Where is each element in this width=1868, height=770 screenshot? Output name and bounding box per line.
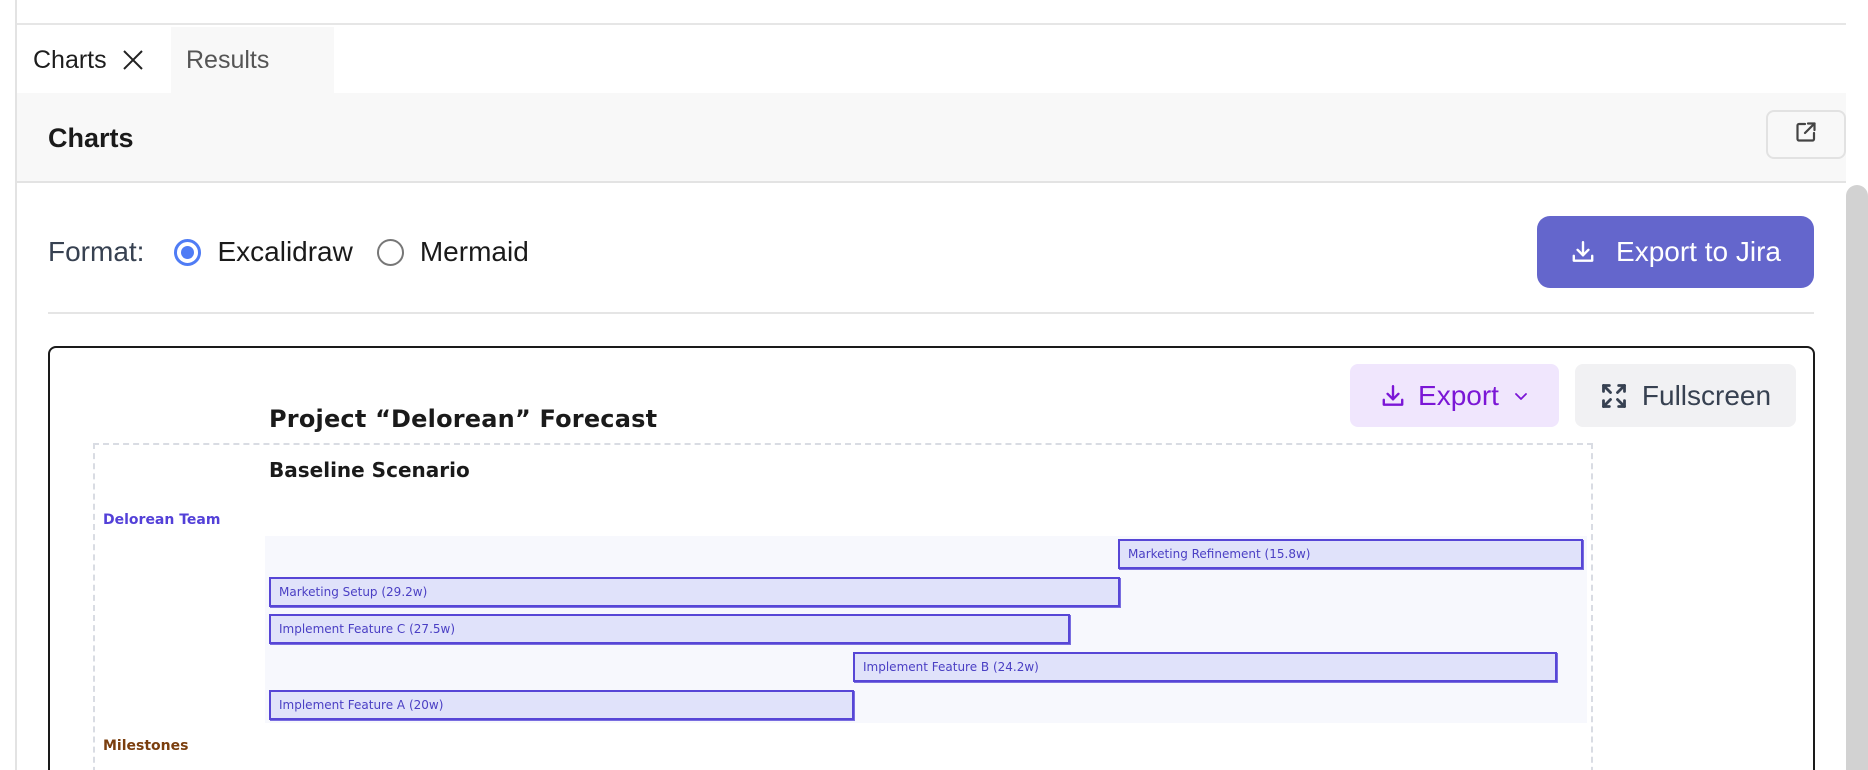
tab-label: Charts xyxy=(33,45,107,74)
button-label: Fullscreen xyxy=(1641,379,1772,411)
panel-header: Charts xyxy=(17,93,1846,183)
radio-excalidraw[interactable] xyxy=(174,238,202,266)
divider xyxy=(48,312,1814,314)
format-label: Format: xyxy=(48,236,145,267)
chevron-down-icon xyxy=(1515,392,1527,400)
tab-bar: Charts Results xyxy=(17,27,334,93)
radio-mermaid[interactable] xyxy=(376,238,404,266)
radio-label: Excalidraw xyxy=(217,236,353,267)
fullscreen-button[interactable]: Fullscreen xyxy=(1575,364,1796,427)
scrollbar[interactable] xyxy=(1846,185,1868,770)
tab-results[interactable]: Results xyxy=(171,27,334,93)
expand-icon xyxy=(1602,383,1626,408)
close-icon[interactable] xyxy=(121,48,145,72)
button-label: Export to Jira xyxy=(1616,236,1781,267)
top-bar xyxy=(17,0,1846,25)
lane-label-delorean-team: Delorean Team xyxy=(103,512,221,528)
radio-label: Mermaid xyxy=(419,236,529,267)
panel-title: Charts xyxy=(48,123,134,153)
export-to-jira-button[interactable]: Export to Jira xyxy=(1537,216,1814,288)
button-label: Export xyxy=(1418,379,1499,411)
download-icon xyxy=(1382,384,1404,406)
external-link-icon xyxy=(1794,120,1818,149)
chart-subtitle: Baseline Scenario xyxy=(269,458,470,482)
format-option-mermaid[interactable]: Mermaid xyxy=(376,236,529,268)
chart-frame xyxy=(93,443,1593,770)
export-dropdown-button[interactable]: Export xyxy=(1350,364,1559,427)
format-selector: Format: Excalidraw Mermaid xyxy=(48,227,553,277)
tab-label: Results xyxy=(186,45,270,74)
gantt-bar-implement-feature-c: Implement Feature C (27.5w) xyxy=(269,614,1070,644)
open-in-new-window-button[interactable] xyxy=(1766,110,1846,159)
gantt-bar-marketing-refinement: Marketing Refinement (15.8w) xyxy=(1118,539,1583,569)
chart-title: Project “Delorean” Forecast xyxy=(269,405,658,433)
left-border xyxy=(15,0,17,770)
download-icon xyxy=(1572,241,1594,262)
gantt-bar-implement-feature-a: Implement Feature A (20w) xyxy=(269,690,854,720)
format-option-excalidraw[interactable]: Excalidraw xyxy=(174,236,353,268)
tab-charts[interactable]: Charts xyxy=(17,27,171,93)
gantt-bar-marketing-setup: Marketing Setup (29.2w) xyxy=(269,577,1120,607)
lane-label-milestones: Milestones xyxy=(103,738,189,754)
gantt-bar-implement-feature-b: Implement Feature B (24.2w) xyxy=(853,652,1557,682)
